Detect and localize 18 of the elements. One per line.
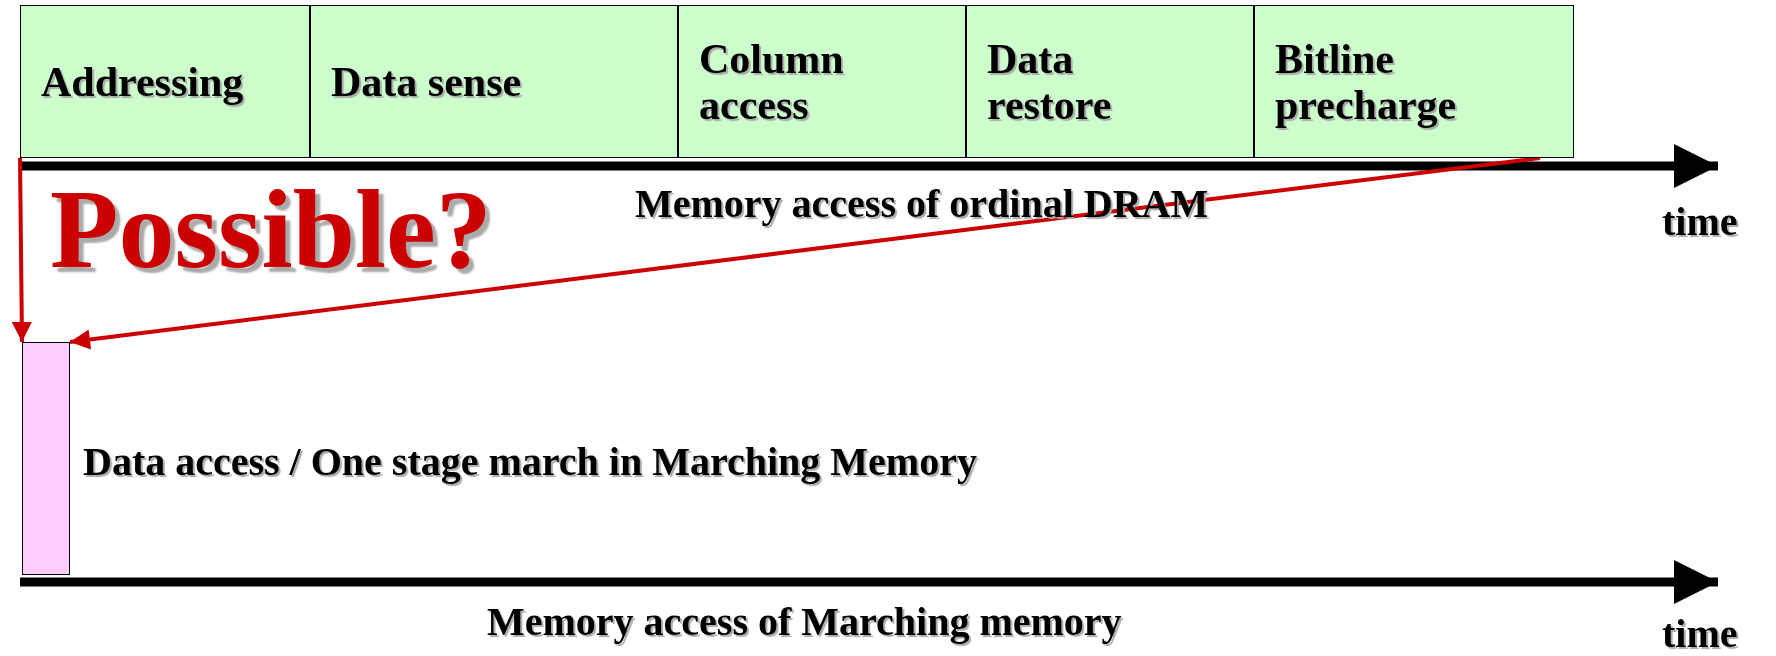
stage-label: Bitline precharge [1275,35,1458,128]
stage-label: Data sense [331,58,522,105]
stage-box [1254,5,1574,158]
stage-box [966,5,1254,158]
stage-box [678,5,966,158]
stage-box [20,5,310,158]
access-bar [22,342,70,575]
question-heading: Possible? [50,168,492,292]
arrow [69,156,1541,350]
stage-label: Column access [699,35,845,128]
stage-label: Addressing [41,58,244,105]
stage-box [310,5,678,158]
axis-label: time [1662,612,1738,656]
arrow [11,157,32,343]
axis-label: time [1662,200,1738,244]
axis-caption: Memory access of Marching memory [487,600,1122,644]
stage-label: Data restore [987,35,1113,128]
bar-caption: Data access / One stage march in Marching Memory [83,440,977,484]
